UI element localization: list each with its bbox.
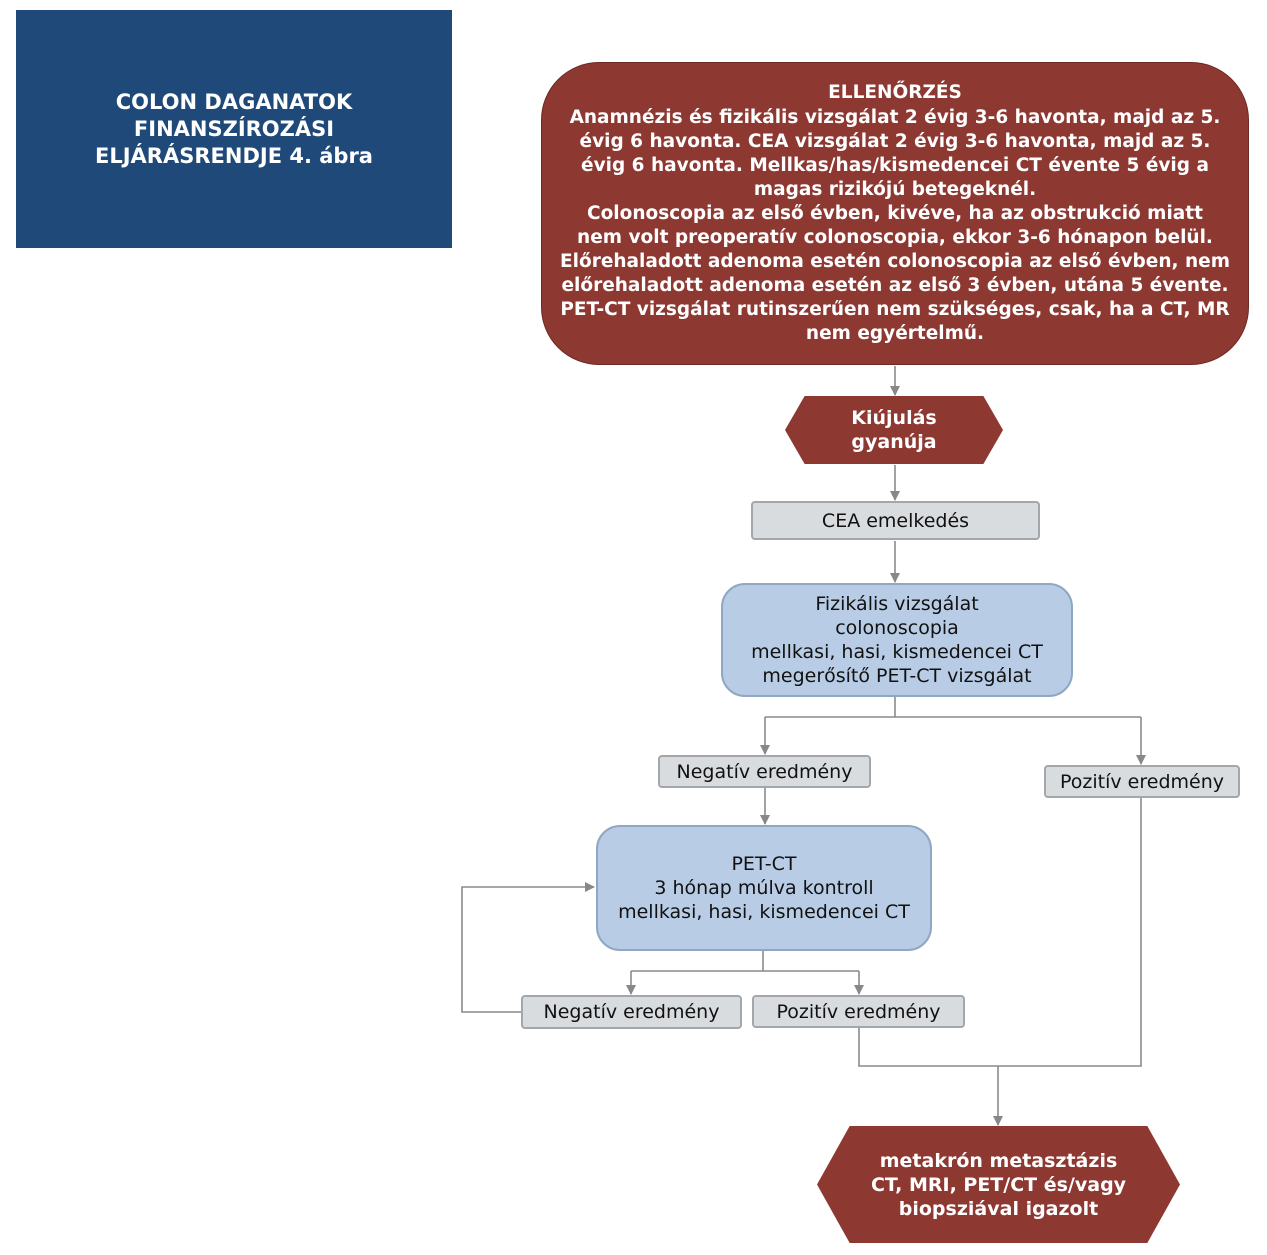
- line-petct-split: [631, 951, 859, 972]
- positive-label: Pozitív eredmény: [1060, 770, 1224, 793]
- relapse-line: Kiújulás: [851, 407, 937, 429]
- check-line: Előrehaladott adenoma esetén colonoscopi…: [560, 251, 1230, 272]
- negative-label: Negatív eredmény: [543, 1001, 720, 1023]
- line-exam-split: [765, 697, 1141, 718]
- check-line: magas rizikójú betegeknél.: [753, 179, 1037, 200]
- check-line: nem volt preoperatív colonoscopia, ekkor…: [577, 227, 1213, 248]
- positive-result-node-2: Pozitív eredmény: [752, 995, 965, 1028]
- negative-result-node-2: Negatív eredmény: [521, 995, 742, 1029]
- metachronous-metastasis-node: metakrón metasztázis CT, MRI, PET/CT és/…: [817, 1126, 1180, 1243]
- petct-line: PET-CT: [731, 853, 797, 875]
- check-line: PET-CT vizsgálat rutinszerűen nem szüksé…: [560, 299, 1230, 320]
- check-line: előrehaladott adenoma esetén az első 3 é…: [561, 275, 1229, 296]
- figure-title: COLON DAGANATOK FINANSZÍROZÁSI ELJÁRÁSRE…: [16, 10, 452, 248]
- check-heading: ELLENŐRZÉS: [828, 82, 962, 103]
- check-line: évig 6 havonta. CEA vizsgálat 2 évig 3-6…: [579, 131, 1211, 152]
- line-pos1-down: [998, 798, 1142, 1067]
- exam-line: mellkasi, hasi, kismedencei CT: [751, 641, 1043, 663]
- petct-line: 3 hónap múlva kontroll: [654, 877, 874, 899]
- meta-line: biopsziával igazolt: [898, 1197, 1099, 1220]
- exam-line: megerősítő PET-CT vizsgálat: [762, 665, 1032, 687]
- check-line: nem egyértelmű.: [805, 323, 985, 344]
- check-line: Colonoscopia az első évben, kivéve, ha a…: [587, 203, 1203, 224]
- check-line: Anamnézis és fizikális vizsgálat 2 évig …: [569, 107, 1221, 128]
- positive-result-node-1: Pozitív eredmény: [1044, 765, 1240, 798]
- petct-line: mellkasi, hasi, kismedencei CT: [618, 901, 910, 923]
- negative-result-node-1: Negatív eredmény: [658, 755, 871, 788]
- cea-label: CEA emelkedés: [821, 509, 970, 532]
- followup-check-box: ELLENŐRZÉS Anamnézis és fizikális vizsgá…: [541, 62, 1249, 365]
- exam-node: Fizikális vizsgálat colonoscopia mellkas…: [721, 583, 1073, 697]
- relapse-line: gyanúja: [851, 431, 937, 453]
- cea-rise-node: CEA emelkedés: [751, 501, 1040, 540]
- petct-control-node: PET-CT 3 hónap múlva kontroll mellkasi, …: [596, 825, 932, 951]
- check-line: évig 6 havonta. Mellkas/has/kismedencei …: [581, 155, 1209, 176]
- relapse-suspicion-node: Kiújulás gyanúja: [785, 396, 1003, 464]
- title-line-1: COLON DAGANATOK: [115, 89, 353, 114]
- positive-label: Pozitív eredmény: [776, 1000, 941, 1023]
- title-line-2: FINANSZÍROZÁSI: [133, 116, 335, 141]
- title-line-3: ELJÁRÁSRENDJE 4. ábra: [95, 143, 373, 168]
- exam-line: colonoscopia: [835, 617, 959, 639]
- meta-line: metakrón metasztázis: [879, 1149, 1118, 1172]
- line-pos2-down: [858, 1028, 998, 1067]
- exam-line: Fizikális vizsgálat: [815, 593, 979, 615]
- negative-label: Negatív eredmény: [676, 760, 853, 783]
- loop-neg2-to-petct: [461, 882, 595, 1013]
- meta-line: CT, MRI, PET/CT és/vagy: [870, 1173, 1127, 1196]
